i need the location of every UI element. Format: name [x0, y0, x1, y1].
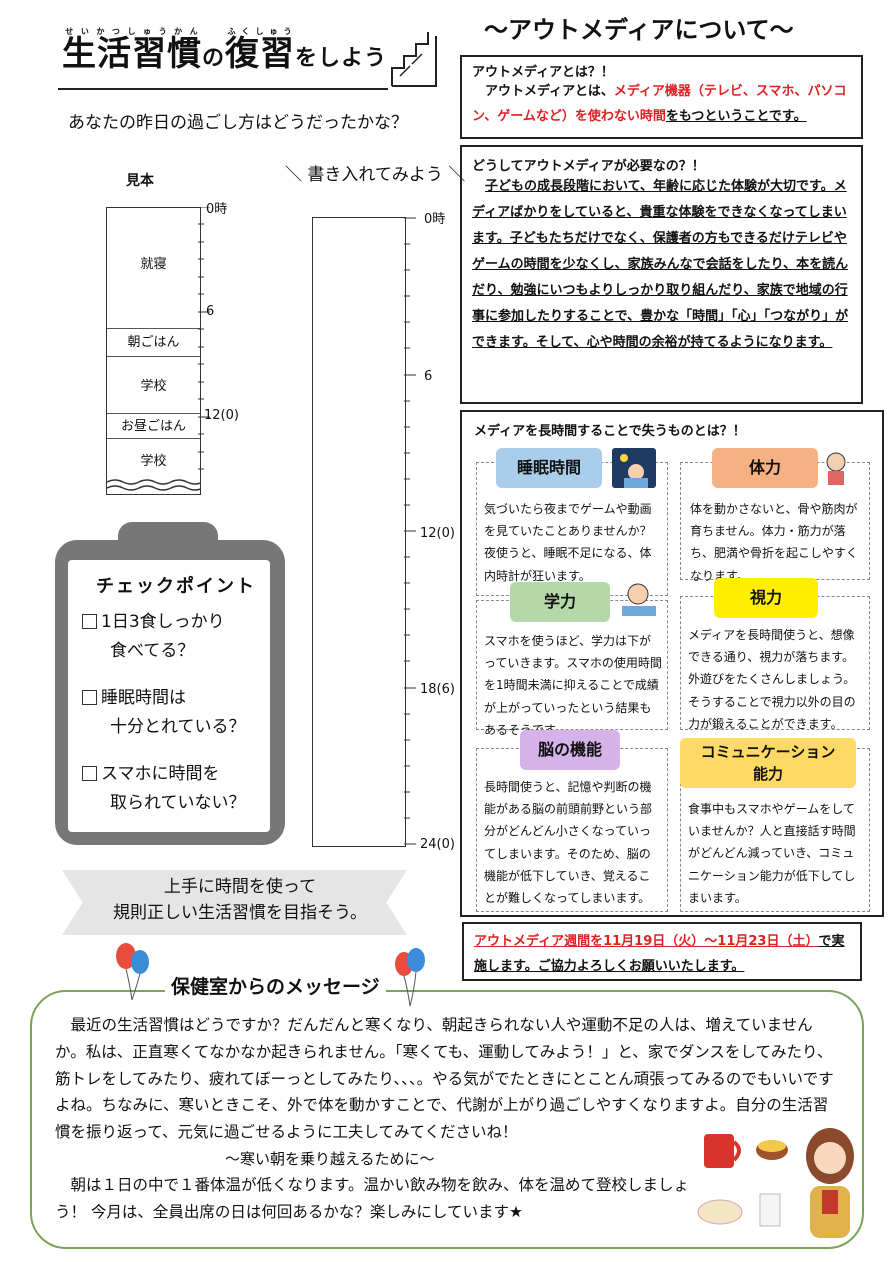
balloon-icon: [116, 943, 149, 1001]
academic-text: スマホを使うほど、学力は下がっていきます。スマホの使用時間を1時間未満に抑えるこ…: [484, 634, 662, 737]
nurse-message-subtitle: ～寒い朝を乗り越えるために～: [225, 1150, 435, 1168]
nurse-message-box: [30, 990, 864, 1249]
checkbox-icon[interactable]: [82, 690, 97, 705]
goal-banner: [62, 870, 407, 935]
stairs-icon: [391, 32, 437, 87]
sample-schedule-bar: 就寝 朝ごはん 学校 お昼ごはん 学校: [106, 207, 201, 495]
chip-stamina: 体力: [712, 448, 818, 488]
checkpoint-title: チェックポイント: [96, 576, 256, 597]
segment-breakfast: 朝ごはん: [127, 335, 180, 350]
warm-drinks-icon: [697, 1134, 788, 1227]
sleeping-child-icon: [612, 448, 656, 488]
segment-school-1: 学校: [140, 379, 167, 394]
check-item-sleep[interactable]: 睡眠時間は十分とれている？: [82, 684, 282, 742]
sample-tick-0: 0時: [206, 202, 228, 217]
nurse-message-body: 最近の生活習慣はどうですか？だんだんと寒くなり、朝起きられない人や運動不足の人は…: [55, 1016, 834, 1142]
nurse-character-icon: [806, 1128, 854, 1238]
outmedia-week-text: アウトメディア週間を11月19日（火）～11月23日（土）で実施します。ご協力よ…: [474, 934, 845, 974]
why-outmedia-box: どうしてアウトメディアが必要なの？！ 子どもの成長段階において、年齢に応じた体験…: [460, 145, 863, 404]
outmedia-definition-box: アウトメディアとは？！ アウトメディアとは、メディア機器（テレビ、スマホ、パソコ…: [460, 55, 863, 139]
sample-tick-6: 6: [206, 304, 215, 319]
sleep-text: 気づいたら夜までゲームや動画を見ていたことありませんか？夜使うと、睡眠不足になる…: [484, 502, 652, 583]
communication-text: 食事中もスマホやゲームをしていませんか？人と直接話す時間がどんどん減っていき、コ…: [688, 802, 856, 905]
nurse-message-title: 保健室からのメッセージ: [165, 972, 386, 999]
tired-child-icon: [826, 452, 846, 485]
segment-lunch: お昼ごはん: [120, 419, 186, 434]
title-underline: [58, 88, 388, 90]
clipboard-clip: [118, 522, 218, 562]
outmedia-week-box: アウトメディア週間を11月19日（火）～11月23日（土）で実施します。ご協力よ…: [462, 922, 862, 981]
sample-scale-ticks: [198, 207, 210, 470]
question-text: あなたの昨日の過ごし方はどうだったかな？: [68, 113, 408, 133]
definition-heading: アウトメディアとは？！: [472, 65, 614, 80]
checkbox-icon[interactable]: [82, 614, 97, 629]
card-vision: [680, 596, 870, 730]
chip-academic: 学力: [510, 582, 610, 622]
chip-brain: 脳の機能: [520, 730, 620, 770]
write-scale-ticks: [404, 217, 416, 845]
why-heading: どうしてアウトメディアが必要なの？！: [472, 159, 705, 174]
write-tick-18: 18(6): [420, 682, 455, 697]
write-label: ＼ 書き入れてみよう ＼: [285, 165, 466, 185]
balloon-icon: [395, 948, 425, 1007]
sample-tick-12: 12(0): [204, 408, 239, 423]
things-lost-box: メディアを長時間することで失うものとは？！ 睡眠時間 気づいたら夜までゲームや動…: [460, 410, 884, 917]
nurse-message-body-2: 朝は１日の中で１番体温が低くなります。温かい飲み物を飲み、体を温めて登校しましょ…: [55, 1176, 689, 1221]
goal-banner-text: 上手に時間を使って 規則正しい生活習慣を目指そう。: [113, 877, 367, 923]
checkbox-icon[interactable]: [82, 766, 97, 781]
write-tick-6: 6: [424, 369, 433, 384]
chip-communication: コミュニケーション能力: [680, 738, 856, 788]
things-lost-heading: メディアを長時間することで失うものとは？！: [474, 424, 746, 439]
definition-text: アウトメディアとは、メディア機器（テレビ、スマホ、パソコン、ゲームなど）を使わな…: [472, 84, 847, 124]
page-title: 生活習慣せいかつしゅうかんの復習ふくしゅうをしよう: [62, 27, 388, 74]
checklist-paper: [68, 560, 270, 832]
write-tick-0: 0時: [424, 212, 446, 227]
write-tick-12: 12(0): [420, 526, 455, 541]
chip-sleep: 睡眠時間: [496, 448, 602, 488]
write-in-schedule-bar[interactable]: [312, 217, 406, 847]
chip-vision: 視力: [714, 578, 818, 618]
check-item-smartphone[interactable]: スマホに時間を取られていない？: [82, 760, 282, 818]
sample-label: 見本: [126, 173, 154, 189]
segment-school-2: 学校: [140, 454, 167, 469]
stamina-text: 体を動かさないと、骨や筋肉が育ちません。体力・筋力が落ち、肥満や骨折を起こしやす…: [690, 502, 858, 583]
vision-text: メディアを長時間使うと、想像できる通り、視力が落ちます。外遊びをたくさんしましょ…: [688, 628, 856, 731]
outmedia-title: ～アウトメディアについて～: [484, 16, 794, 44]
card-brain: [476, 748, 668, 912]
brain-text: 長時間使うと、記憶や判断の機能がある脳の前頭前野という部分がどんどん小さくなって…: [484, 780, 653, 905]
write-tick-24: 24(0): [420, 837, 455, 852]
check-item-meals[interactable]: 1日3食しっかり食べてる？: [82, 608, 282, 666]
segment-sleep: 就寝: [140, 257, 167, 272]
why-text: 子どもの成長段階において、年齢に応じた体験が大切です。メディアばかりをしていると…: [472, 179, 849, 350]
studying-child-icon: [622, 583, 656, 616]
